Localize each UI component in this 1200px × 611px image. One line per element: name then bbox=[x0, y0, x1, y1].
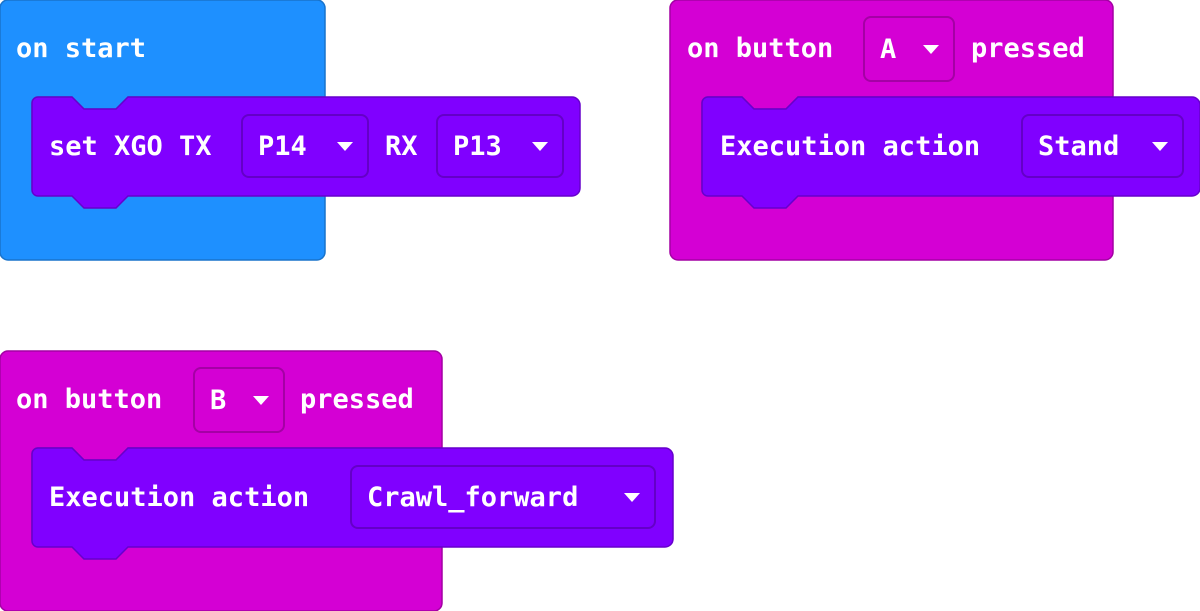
on-button-a-label: on button bbox=[687, 33, 834, 64]
caret-down-icon bbox=[624, 493, 640, 502]
button-b-dropdown[interactable]: B bbox=[193, 367, 285, 433]
button-a-dropdown[interactable]: A bbox=[863, 16, 955, 82]
caret-down-icon bbox=[923, 45, 939, 54]
action-b-dropdown[interactable]: Crawl_forward bbox=[350, 465, 656, 529]
on-start-label: on start bbox=[16, 33, 147, 64]
caret-down-icon bbox=[1152, 142, 1168, 151]
execution-action-a-label: Execution action bbox=[720, 131, 981, 162]
rx-label: RX bbox=[385, 131, 418, 162]
action-b-value: Crawl_forward bbox=[367, 481, 579, 513]
rx-pin-dropdown[interactable]: P13 bbox=[436, 114, 564, 178]
button-b-value: B bbox=[210, 384, 227, 416]
button-b-pressed-label: pressed bbox=[300, 384, 414, 415]
set-xgo-tx-label: set XGO TX bbox=[49, 131, 212, 162]
tx-pin-value: P14 bbox=[258, 130, 307, 162]
action-a-dropdown[interactable]: Stand bbox=[1021, 114, 1184, 178]
execution-action-b-label: Execution action bbox=[49, 482, 310, 513]
action-a-value: Stand bbox=[1038, 130, 1120, 162]
caret-down-icon bbox=[253, 396, 269, 405]
tx-pin-dropdown[interactable]: P14 bbox=[241, 114, 369, 178]
caret-down-icon bbox=[337, 142, 353, 151]
button-a-value: A bbox=[880, 33, 897, 65]
rx-pin-value: P13 bbox=[453, 130, 502, 162]
on-button-b-label: on button bbox=[16, 384, 163, 415]
button-a-pressed-label: pressed bbox=[971, 33, 1085, 64]
caret-down-icon bbox=[532, 142, 548, 151]
